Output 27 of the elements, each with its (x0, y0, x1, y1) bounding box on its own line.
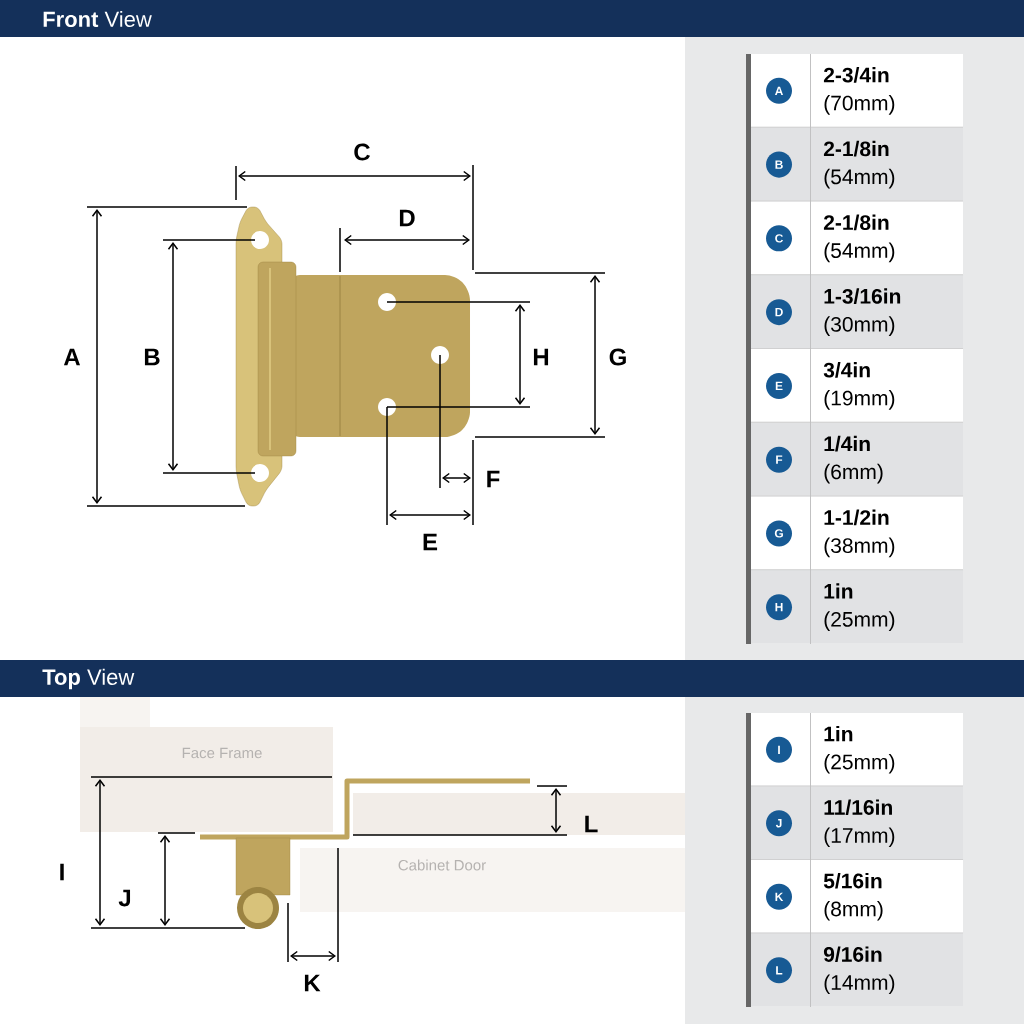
dimension-letter: C (354, 143, 370, 161)
dimension-letter: B (144, 348, 160, 366)
dimension-letter: D (399, 209, 415, 227)
dimension-letter: H (533, 348, 549, 366)
badge-cell: G (751, 496, 810, 570)
face-frame-block: Face Frame (80, 697, 333, 832)
badge-cell: C (751, 201, 810, 275)
badge-cell: K (751, 860, 810, 933)
dimension-letter: J (118, 889, 131, 907)
badge-cell: I (751, 713, 810, 786)
dimension-letter: F (487, 470, 500, 488)
badge-cell: D (751, 275, 810, 348)
badge-cell: B (751, 127, 810, 201)
header-bar: Top View (0, 660, 1024, 697)
badge-cell: J (751, 786, 810, 859)
dimension-letter: K (304, 974, 321, 992)
badge-cell: F (751, 422, 810, 496)
dimension-letter: A (63, 348, 81, 366)
badge-cell: E (751, 349, 810, 422)
dimension-letter: G (609, 348, 626, 366)
badge-cell: H (751, 570, 810, 643)
badge-cell: L (751, 933, 810, 1006)
header-bar: Front View (0, 0, 1024, 37)
dimension-letter: I (60, 863, 64, 881)
badge-cell: A (751, 54, 810, 127)
dimension-letter: L (585, 815, 598, 833)
dimension-letter: E (423, 533, 438, 551)
